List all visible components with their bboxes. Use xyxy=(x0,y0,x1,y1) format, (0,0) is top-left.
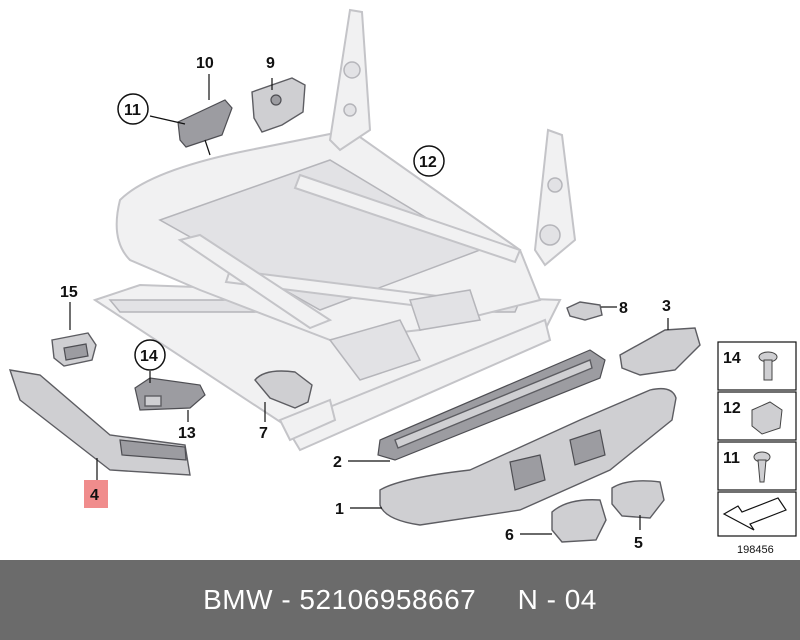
part-knob-7 xyxy=(254,370,313,409)
arrow-icon xyxy=(722,497,787,531)
callout-9: 9 xyxy=(266,55,275,72)
seat-frame xyxy=(92,8,577,452)
footer-bar: BMW - 52106958667 N - 04 xyxy=(0,560,800,640)
part-switch-5 xyxy=(611,480,665,519)
callout-14: 14 xyxy=(140,348,158,365)
legend-label-3: 11 xyxy=(723,450,740,467)
legend-box-3 xyxy=(717,441,797,491)
part-clip-8 xyxy=(566,301,603,321)
callouts: 10 9 11 12 15 14 13 7 8 3 2 1 6 5 4 xyxy=(60,55,671,552)
callout-7: 7 xyxy=(259,425,268,442)
callout-8: 8 xyxy=(619,300,628,317)
part-trim-1 xyxy=(379,387,677,526)
callout-5: 5 xyxy=(634,535,643,552)
part-cover-9 xyxy=(251,77,306,133)
clip-icon-12 xyxy=(751,401,783,435)
callout-13: 13 xyxy=(178,425,196,442)
highlight-box-4 xyxy=(84,480,108,508)
callout-3: 3 xyxy=(662,298,671,315)
part-switch-6 xyxy=(551,499,607,543)
legend-label-2: 12 xyxy=(723,400,741,417)
part-panel-2 xyxy=(377,349,606,461)
legend-label-1: 14 xyxy=(723,350,741,367)
legend-panel: 14 12 11 198456 xyxy=(717,341,797,556)
callout-12-circle xyxy=(413,145,445,177)
part-number-text: BMW - 52106958667 N - 04 xyxy=(203,584,597,615)
part-trim-4 xyxy=(8,369,191,476)
callout-2: 2 xyxy=(333,454,342,471)
callout-10: 10 xyxy=(196,55,214,72)
callout-14-circle xyxy=(134,339,166,371)
callout-1: 1 xyxy=(335,501,344,518)
callout-4: 4 xyxy=(90,487,99,504)
callout-15: 15 xyxy=(60,284,78,301)
part-cap-3 xyxy=(619,327,701,376)
leader-lines xyxy=(69,74,669,535)
callout-12: 12 xyxy=(419,154,437,171)
part-bracket-13-14 xyxy=(134,377,206,411)
part-knob-15 xyxy=(51,332,97,367)
callout-11-circle xyxy=(117,93,149,125)
diagram-id: 198456 xyxy=(737,544,774,556)
part-bracket-10-11 xyxy=(177,99,233,156)
parts-diagram: 10 9 11 12 15 14 13 7 8 3 2 1 6 5 4 14 1… xyxy=(8,8,797,556)
callout-6: 6 xyxy=(505,527,514,544)
screw-icon-11 xyxy=(753,451,771,483)
callout-11: 11 xyxy=(124,102,141,119)
legend-box-1 xyxy=(717,341,797,391)
screw-icon-14 xyxy=(758,351,778,381)
